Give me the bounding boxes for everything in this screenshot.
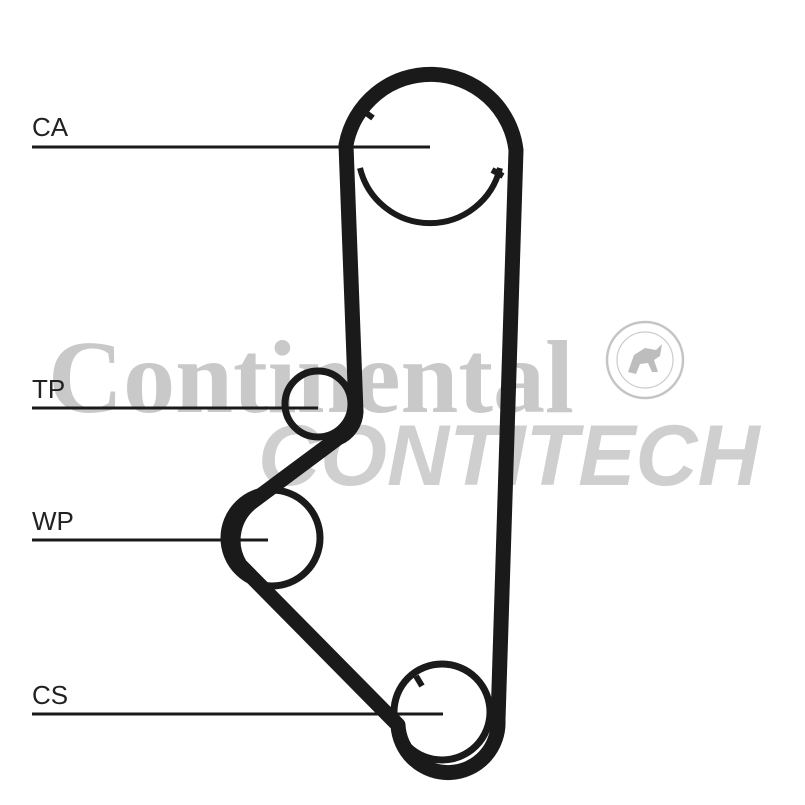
label-ca: CA bbox=[32, 112, 69, 142]
water-pump-pulley bbox=[220, 486, 324, 590]
label-cs: CS bbox=[32, 680, 68, 710]
seal-icon bbox=[605, 320, 685, 400]
watermark-continental: Continental bbox=[48, 320, 574, 435]
timing-belt bbox=[225, 66, 524, 781]
label-wp: WP bbox=[32, 506, 74, 536]
leader-lines bbox=[32, 145, 443, 716]
camshaft-pulley bbox=[357, 107, 505, 227]
crankshaft-pulley bbox=[390, 660, 494, 764]
watermark: Continental CONTITECH bbox=[48, 320, 762, 504]
label-tp: TP bbox=[32, 374, 65, 404]
tensioner-pulley bbox=[281, 367, 355, 441]
